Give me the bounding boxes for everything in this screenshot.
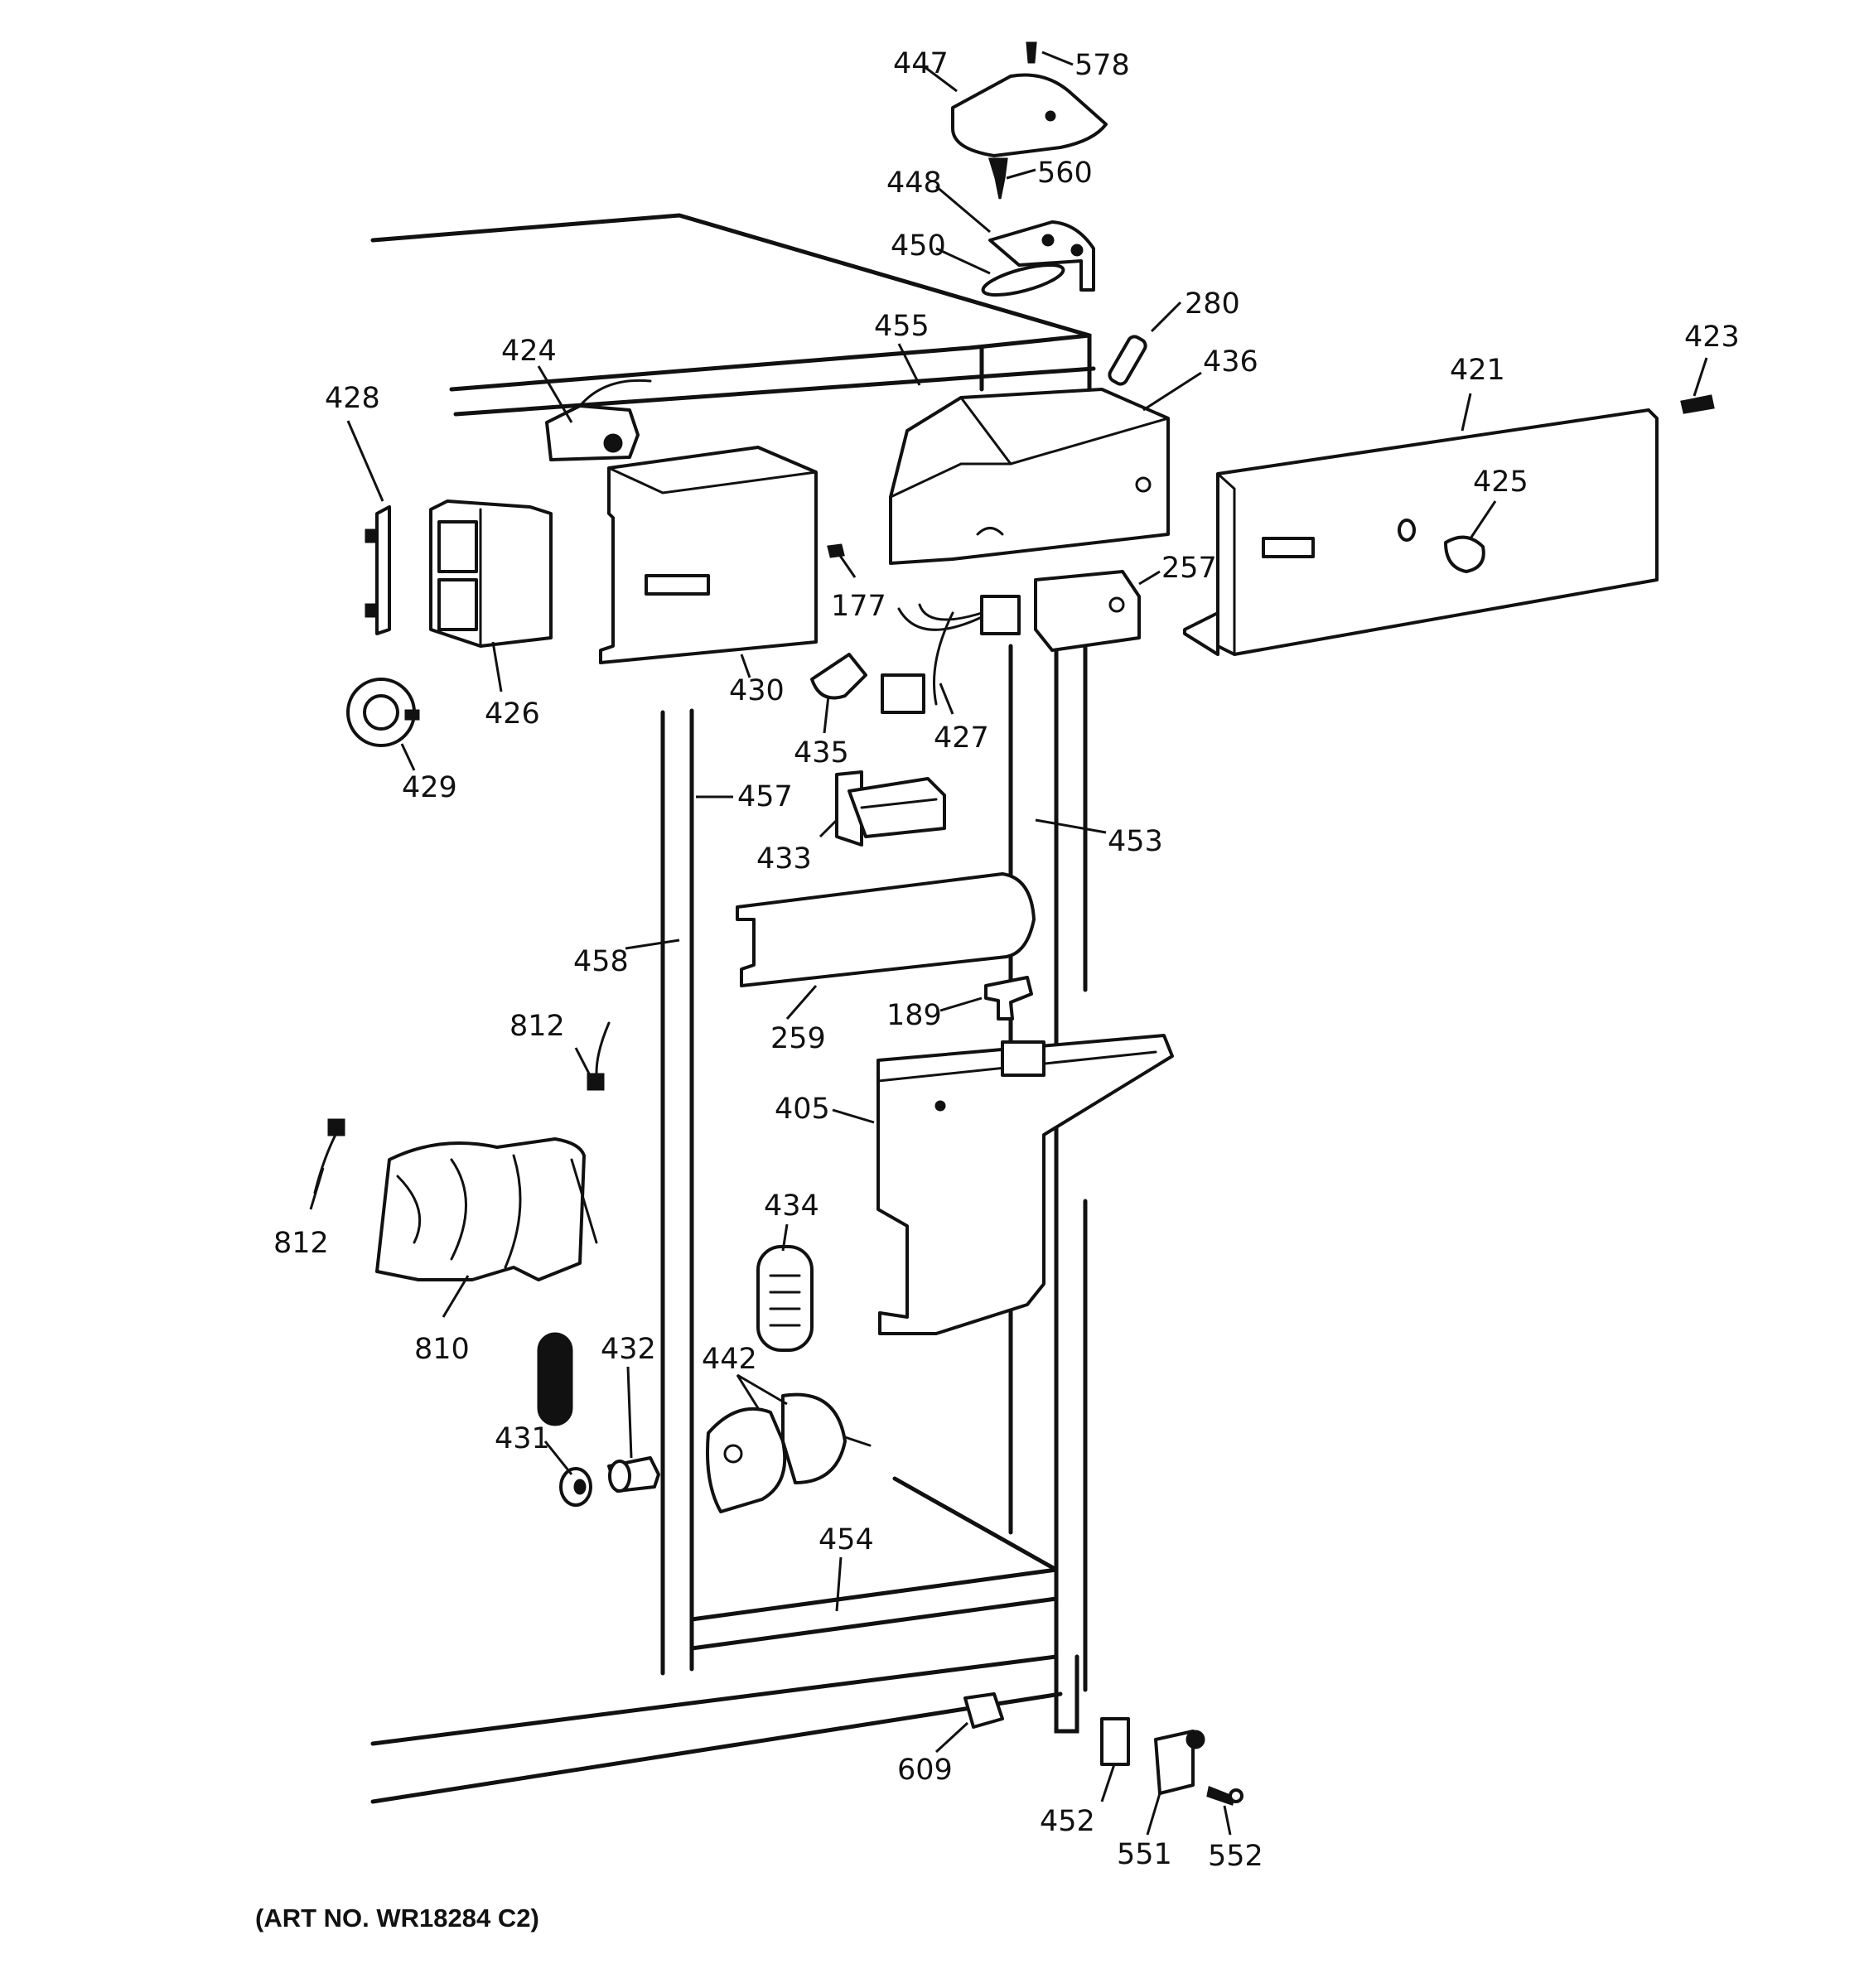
part-578-screw [1026, 41, 1037, 64]
part-442-auger-assembly [706, 1392, 872, 1513]
callout-436: 436 [1203, 345, 1258, 379]
callout-428: 428 [325, 382, 380, 415]
callout-259: 259 [770, 1022, 826, 1055]
callout-454: 454 [819, 1523, 874, 1556]
callout-458: 458 [573, 945, 629, 978]
callout-457: 457 [737, 780, 793, 813]
part-431-nut [559, 1467, 592, 1507]
callout-448: 448 [886, 166, 942, 200]
callout-453: 453 [1108, 825, 1163, 858]
callout-405: 405 [775, 1093, 830, 1126]
part-560-screw [988, 157, 1008, 200]
part-405-ice-chute [876, 1034, 1174, 1335]
part-177-screw [827, 543, 845, 558]
callout-609: 609 [897, 1754, 953, 1787]
callout-455: 455 [874, 310, 930, 343]
art-number-caption: (ART NO. WR18284 C2) [255, 1904, 539, 1933]
callout-812-lower: 812 [273, 1227, 329, 1260]
callout-435: 435 [794, 736, 849, 770]
part-425-knob [1444, 535, 1485, 573]
callout-442: 442 [702, 1343, 757, 1376]
part-280-bushing [1108, 335, 1147, 386]
callout-812-upper: 812 [509, 1010, 565, 1043]
part-448-hinge [988, 220, 1095, 292]
part-433-fan-motor [835, 770, 946, 847]
callout-429: 429 [402, 771, 457, 804]
callout-431: 431 [495, 1422, 550, 1455]
callout-552: 552 [1208, 1840, 1263, 1873]
callout-433: 433 [756, 842, 812, 876]
part-427-wire-harness [881, 595, 1021, 714]
callout-425: 425 [1473, 466, 1528, 499]
cabinet-frame [370, 213, 1096, 1804]
callout-432: 432 [601, 1333, 656, 1366]
callout-810: 810 [414, 1333, 470, 1366]
part-429-fan-blade [346, 678, 420, 747]
part-436-control-housing [889, 388, 1170, 565]
part-oval-seal [537, 1332, 573, 1426]
callout-177: 177 [831, 590, 886, 623]
part-452-shim [1100, 1717, 1130, 1766]
callout-447: 447 [893, 47, 949, 80]
part-450-shim [981, 263, 1065, 297]
callout-434: 434 [764, 1189, 819, 1223]
part-259-evaporator-cover [736, 872, 1036, 987]
callout-430: 430 [729, 674, 785, 707]
leader-lines [309, 51, 1708, 1836]
part-810-defrost-heater [375, 1137, 598, 1281]
callout-257: 257 [1161, 552, 1217, 585]
callout-421: 421 [1450, 354, 1505, 387]
callout-560: 560 [1037, 157, 1093, 190]
part-551-hinge [1154, 1730, 1205, 1795]
callout-450: 450 [891, 229, 946, 263]
part-257-relay [1034, 570, 1141, 652]
callout-280: 280 [1185, 287, 1240, 321]
callout-424: 424 [501, 335, 557, 368]
part-424-motor [545, 379, 652, 461]
callout-452: 452 [1040, 1805, 1095, 1838]
part-423-screw [1680, 394, 1715, 414]
part-447-hinge-cover [951, 73, 1108, 157]
callout-426: 426 [485, 697, 540, 731]
part-421-control-panel [1183, 408, 1659, 656]
part-609-switch [963, 1692, 1004, 1729]
callout-578: 578 [1074, 49, 1130, 82]
callout-551: 551 [1117, 1838, 1172, 1871]
part-812-tube-upper [587, 1021, 611, 1091]
callout-423: 423 [1684, 321, 1740, 354]
part-434-grille [756, 1245, 814, 1352]
callout-labels: 447 578 560 448 450 280 455 436 424 421 … [273, 47, 1740, 1873]
part-426-duct [429, 499, 553, 648]
callout-189: 189 [886, 999, 942, 1032]
part-430-cover [599, 446, 818, 664]
part-552-screw [1206, 1785, 1243, 1806]
part-435-switch [810, 653, 867, 700]
part-432-grommet [607, 1456, 660, 1493]
part-189-fitting [984, 976, 1033, 1021]
part-428-thermostat [365, 505, 391, 635]
callout-427: 427 [934, 721, 989, 755]
